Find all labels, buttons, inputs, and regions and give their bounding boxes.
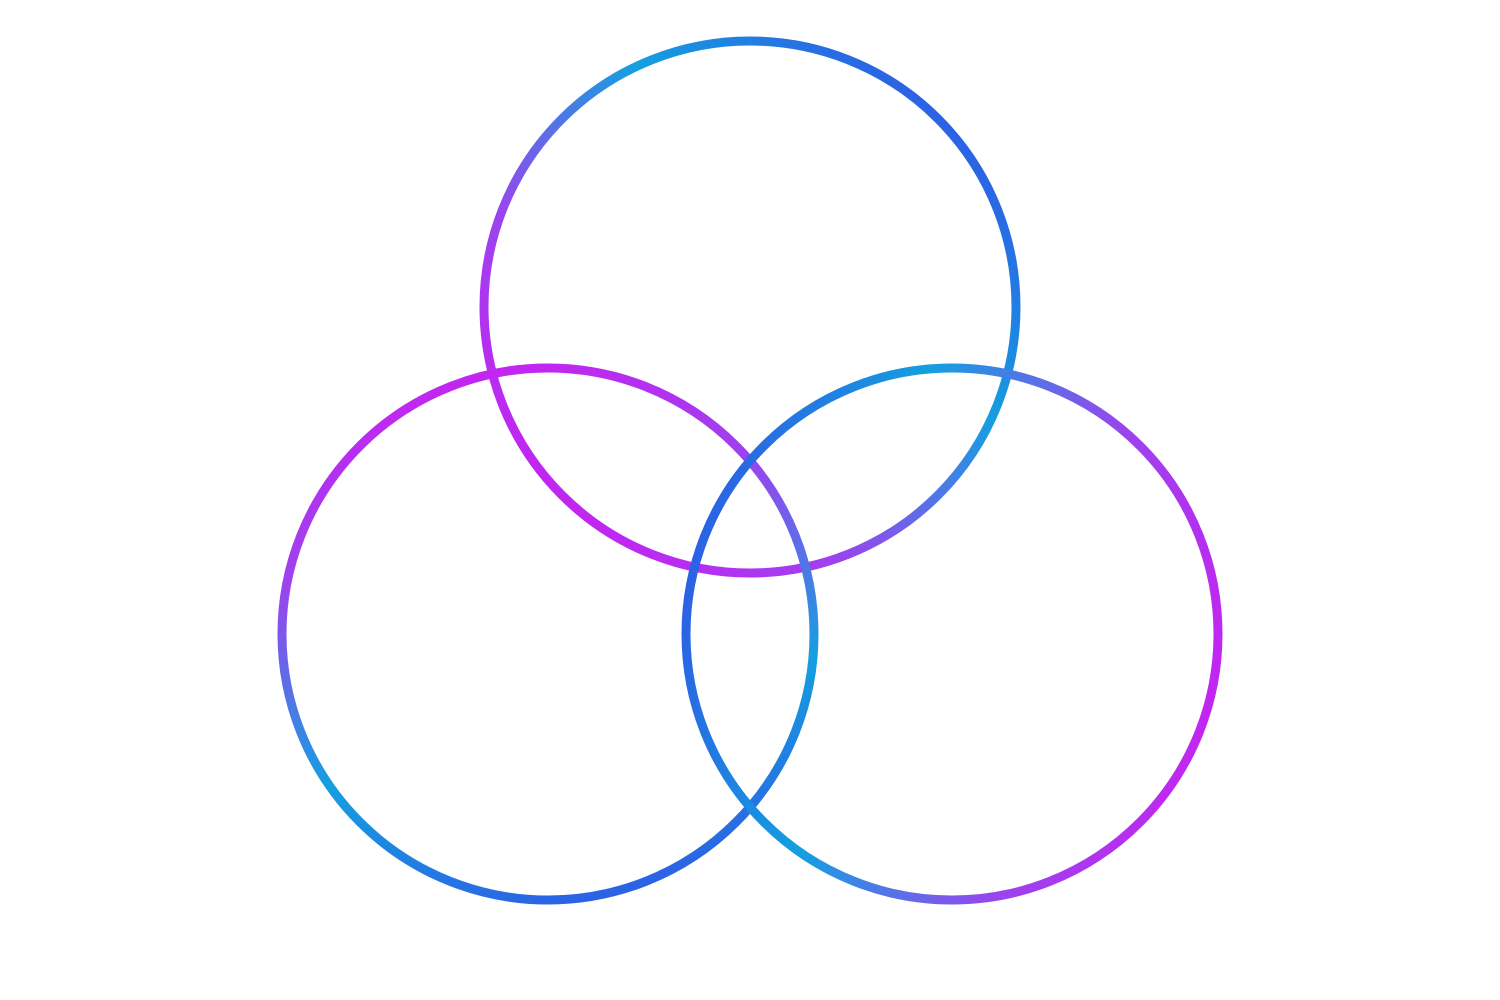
venn-circle-top (479, 36, 1021, 578)
venn-circle-bottom-right (681, 363, 1223, 905)
venn-circles-group (277, 36, 1223, 905)
venn-circle-bottom-left (277, 363, 819, 905)
